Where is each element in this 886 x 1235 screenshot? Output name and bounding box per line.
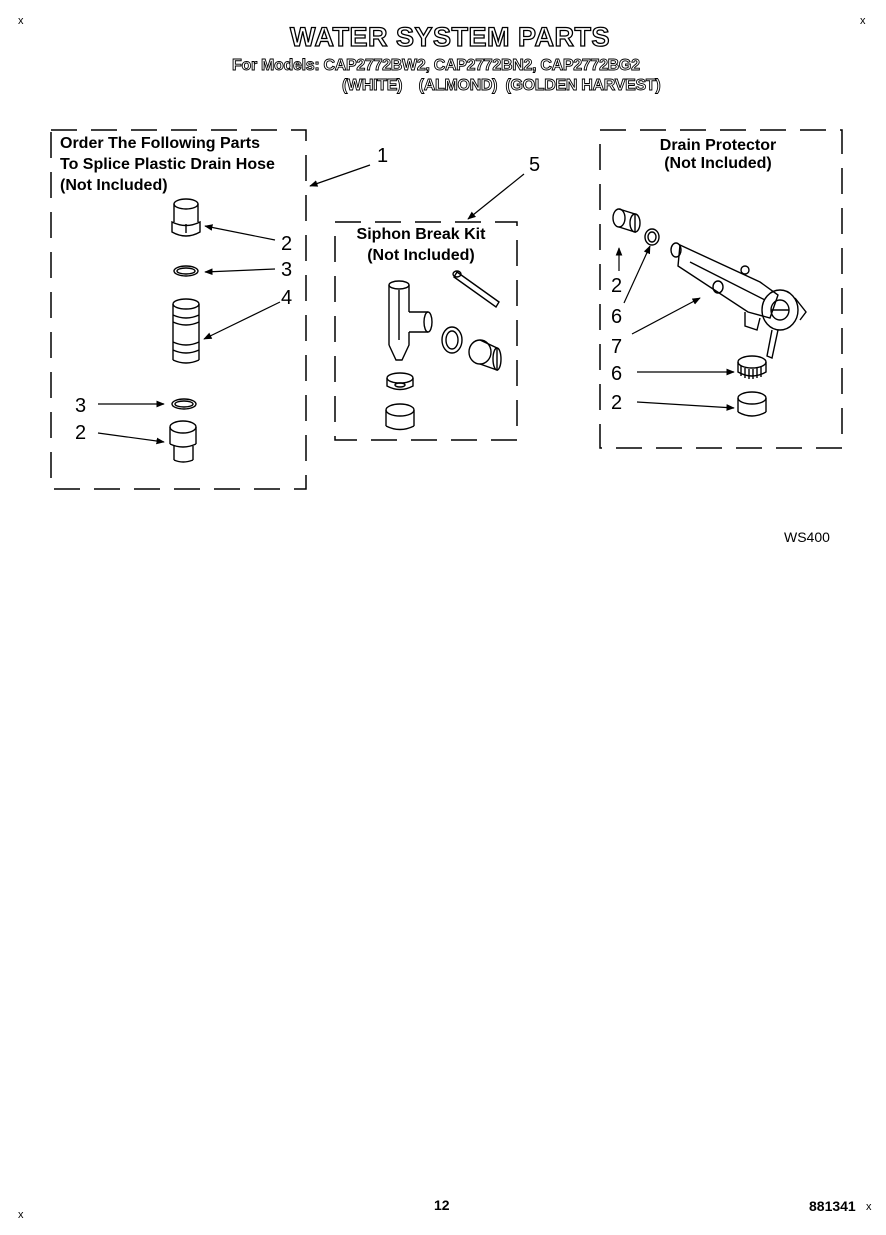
siphon-clamp	[441, 326, 463, 354]
siphon-clamp-lower	[386, 372, 414, 391]
coupling-lower	[169, 420, 197, 463]
corner-mark-bottom-right: x	[866, 1201, 872, 1213]
drain-coupling-upper	[612, 208, 641, 233]
callout-4: 4	[281, 287, 293, 309]
splice-box-outline	[50, 129, 307, 490]
drain-clamp-lower	[737, 355, 767, 379]
siphon-strap	[452, 270, 500, 309]
document-number: 881341	[809, 1198, 856, 1214]
callout-3-upper: 3	[281, 259, 293, 281]
callout-2-lower: 2	[75, 422, 87, 444]
drain-callout-2-lower: 2	[611, 392, 623, 414]
corner-mark-top-right: x	[860, 15, 866, 27]
callout-1: 1	[377, 145, 389, 167]
models-line: For Models: CAP2772BW2, CAP2772BN2, CAP2…	[232, 57, 641, 75]
drain-callout-2-upper: 2	[611, 275, 623, 297]
callout-2-upper: 2	[281, 233, 293, 255]
drain-box-label-line2: (Not Included)	[664, 155, 772, 172]
drain-callout-7: 7	[611, 336, 623, 358]
splice-box-label-line2: To Splice Plastic Drain Hose	[60, 156, 275, 173]
corner-mark-bottom-left: x	[18, 1209, 24, 1221]
siphon-box-label-line1: Siphon Break Kit	[356, 226, 486, 243]
diagram-code: WS400	[784, 529, 830, 545]
colors-line: (WHITE) (ALMOND) (GOLDEN HARVEST)	[342, 77, 662, 95]
drain-box-outline	[599, 129, 843, 449]
callout-3-lower: 3	[75, 395, 87, 417]
siphon-coupling-lower	[385, 403, 415, 431]
siphon-tee	[388, 280, 433, 361]
page-number: 12	[434, 1197, 450, 1213]
siphon-box-label-line2: (Not Included)	[367, 247, 475, 264]
clamp-upper	[173, 265, 199, 277]
splice-box-label-line1: Order The Following Parts	[60, 135, 261, 152]
splice-box-label-line3: (Not Included)	[60, 177, 168, 194]
drain-protector-body	[670, 242, 807, 359]
drain-clamp-upper	[644, 228, 660, 246]
drain-coupling-lower	[737, 391, 767, 417]
drain-callout-6-lower: 6	[611, 363, 623, 385]
drain-callout-6-upper: 6	[611, 306, 623, 328]
corner-mark-top-left: x	[18, 15, 24, 27]
connector-tube	[172, 298, 200, 364]
coupling-upper	[171, 198, 201, 237]
siphon-box-outline	[334, 221, 518, 441]
drain-box-label-line1: Drain Protector	[659, 137, 777, 154]
siphon-coupling-side	[468, 339, 502, 371]
page-title: WATER SYSTEM PARTS	[289, 21, 610, 52]
clamp-lower	[171, 398, 197, 410]
leader-lines	[97, 164, 735, 445]
callout-5: 5	[529, 154, 541, 176]
